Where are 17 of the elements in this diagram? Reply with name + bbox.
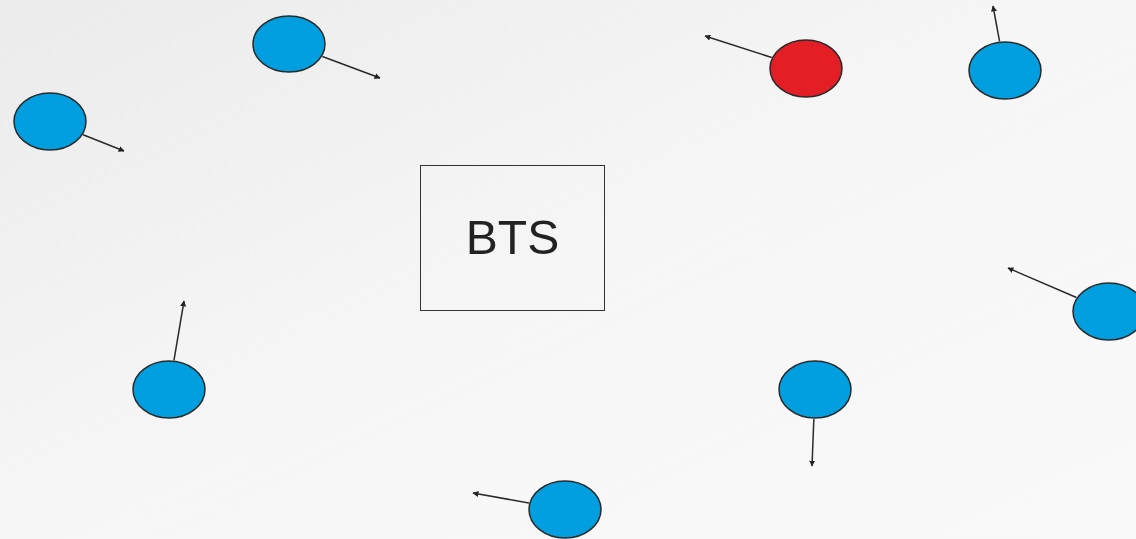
- arrow: [173, 300, 187, 361]
- arrow: [704, 34, 773, 59]
- station-circle: [132, 360, 206, 419]
- station-circle: [778, 360, 852, 419]
- station-box: [420, 165, 605, 311]
- arrow: [991, 5, 1001, 43]
- arrow: [82, 133, 125, 152]
- arrow: [1007, 267, 1078, 299]
- arrow: [321, 55, 381, 79]
- box-label: BTS: [465, 214, 560, 262]
- station-circle: [769, 39, 843, 98]
- arrow: [472, 491, 530, 504]
- station-circle: [13, 92, 87, 151]
- station-circle: [968, 41, 1042, 100]
- station-circle: [528, 480, 602, 539]
- station-circle: [252, 15, 326, 73]
- arrow: [809, 418, 816, 467]
